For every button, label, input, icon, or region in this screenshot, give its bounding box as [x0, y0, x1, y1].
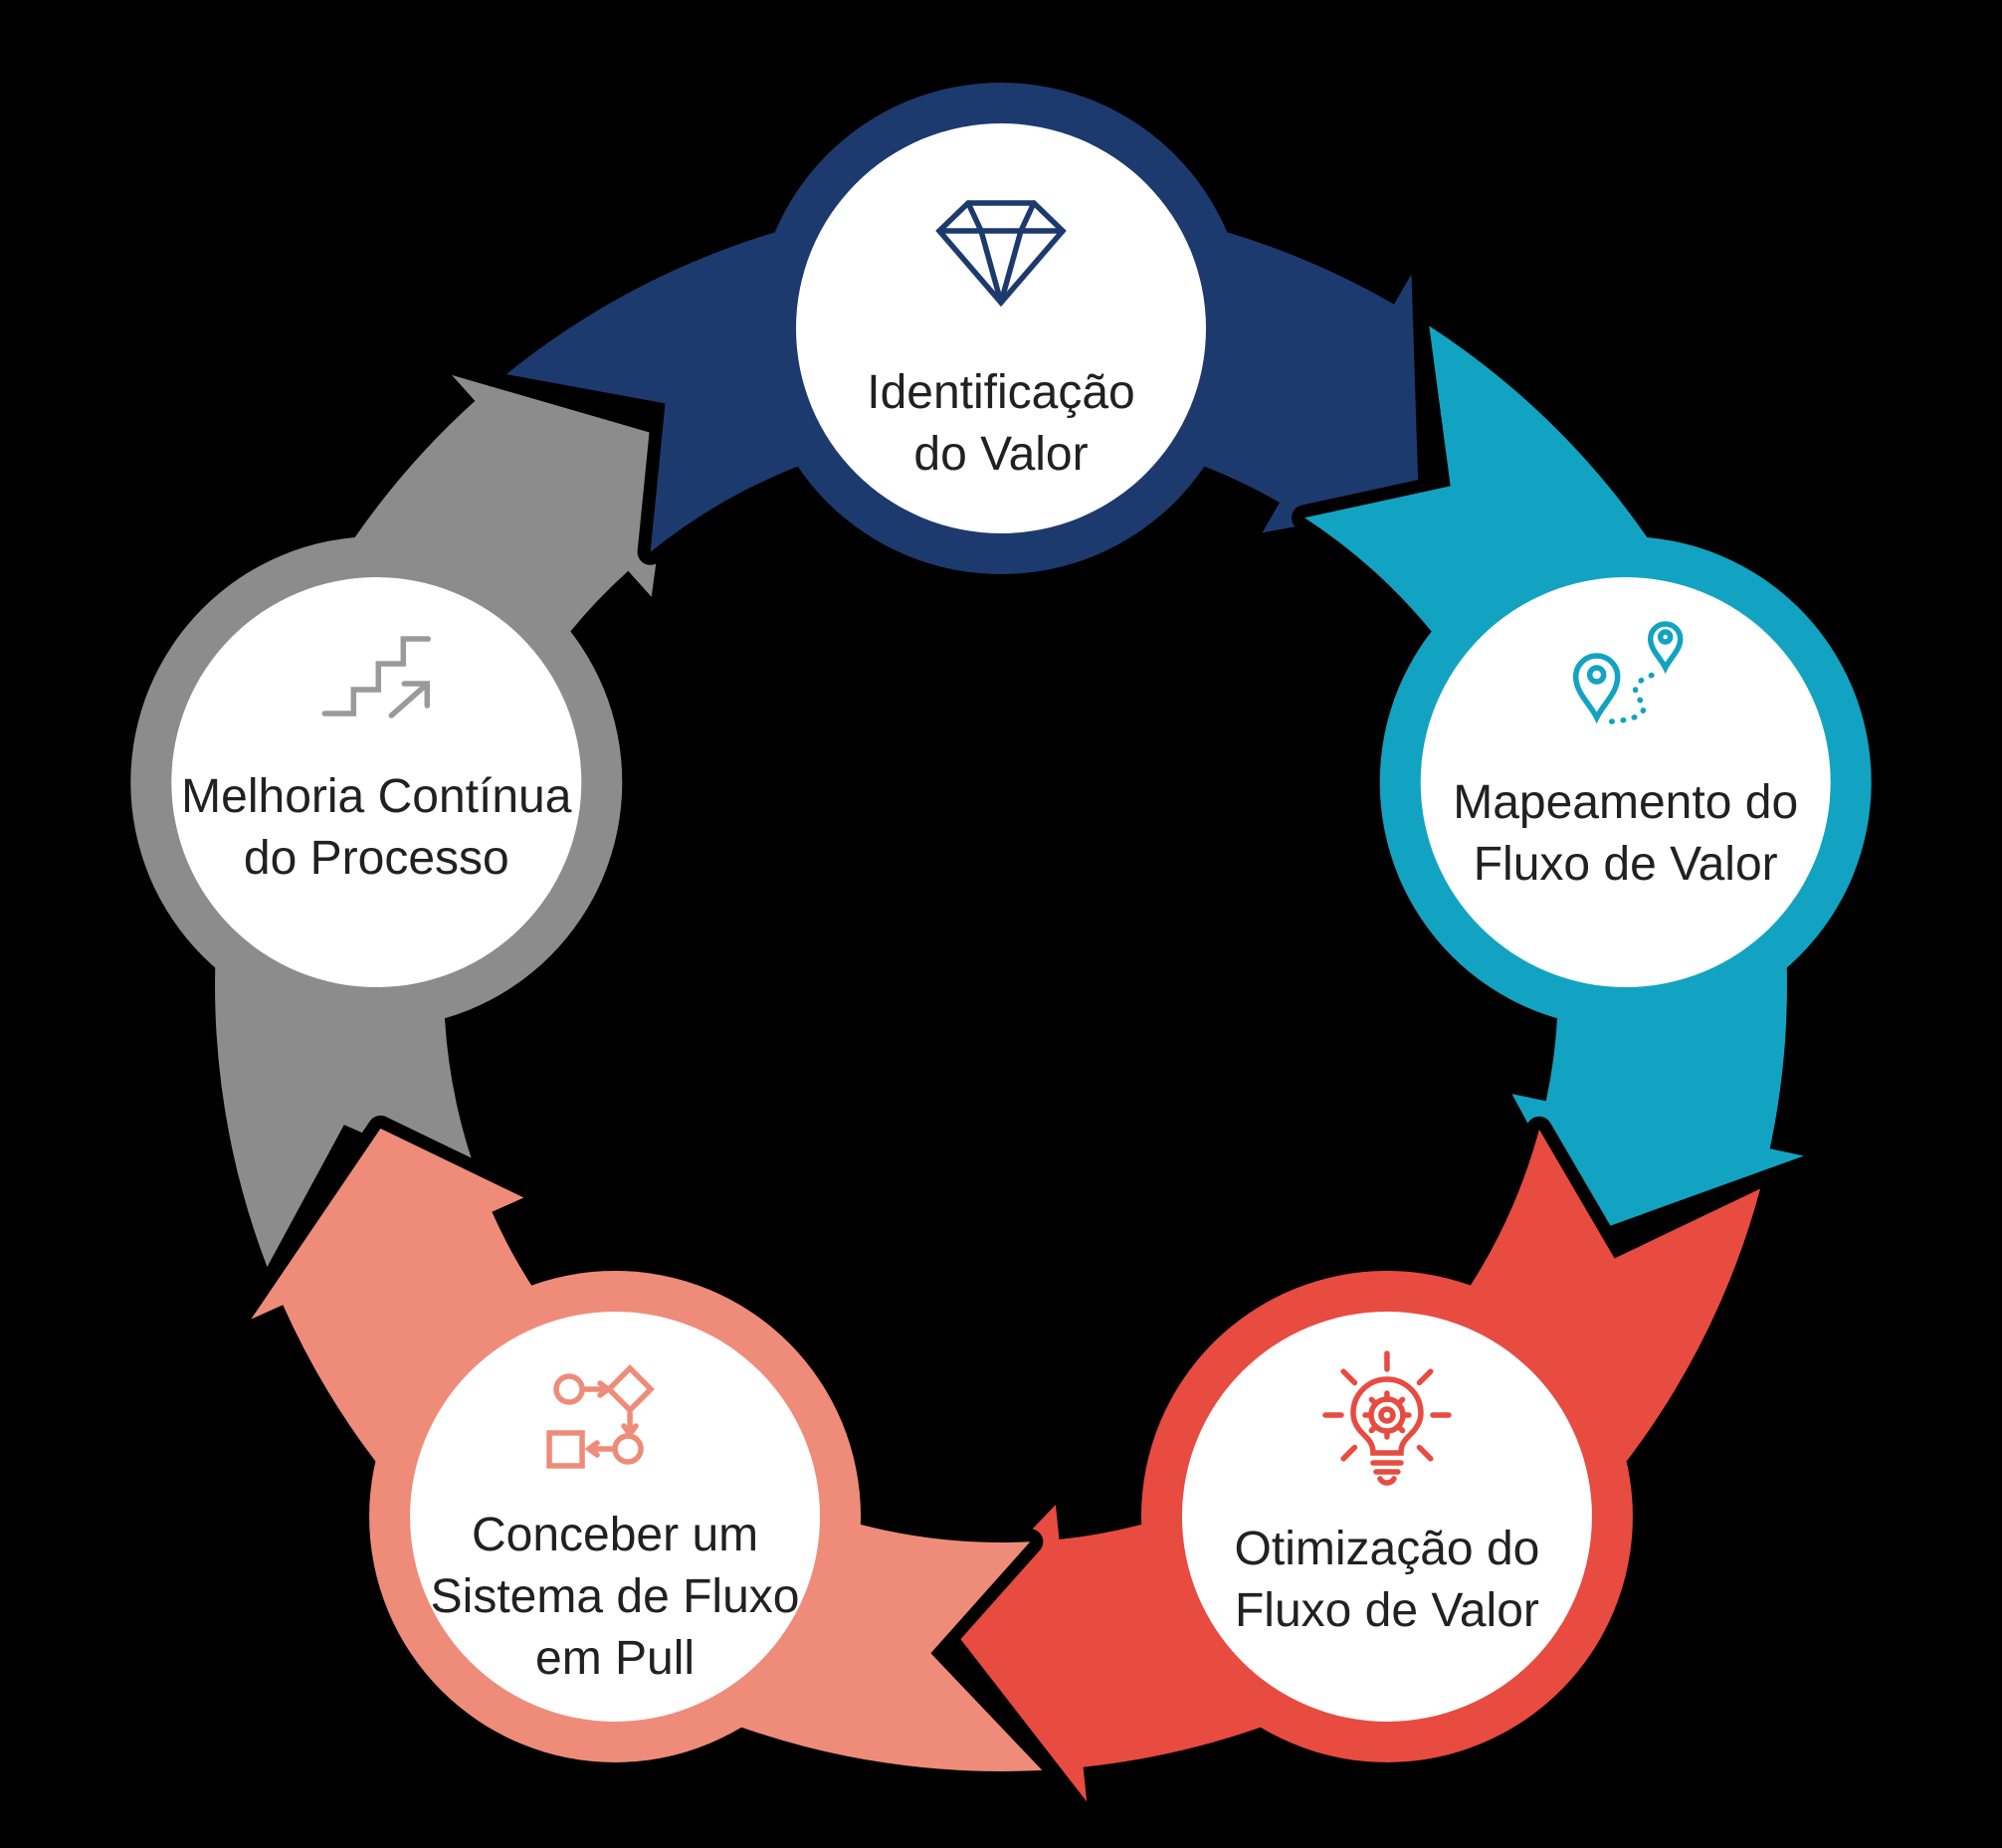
cycle-node-otimizacao: Otimização do Fluxo de Valor	[932, 1116, 1774, 1815]
node-face	[171, 577, 582, 988]
node-label-line: Identificação	[867, 366, 1135, 419]
flowchart-pull-icon	[546, 1364, 655, 1469]
node-label-line: do Valor	[913, 428, 1088, 481]
route-pins-icon	[1572, 621, 1684, 724]
node-label-line: Sistema de Fluxo	[431, 1570, 800, 1623]
cycle-node-melhoria: Melhoria Contínua do Processo	[117, 361, 687, 1281]
node-label-line: do Processo	[244, 832, 509, 885]
node-face	[1181, 1311, 1592, 1722]
node-face	[1420, 577, 1831, 988]
node-label-line: Melhoria Contínua	[181, 770, 572, 823]
cycle-node-conceber: Conceber um Sistema de Fluxo em Pull	[238, 1116, 1056, 1784]
node-label-line: Fluxo de Valor	[1474, 838, 1778, 891]
node-label-line: Otimização do	[1235, 1523, 1540, 1575]
node-face	[796, 123, 1206, 533]
diamond-icon	[935, 200, 1067, 308]
node-label-line: em Pull	[535, 1632, 695, 1685]
stairs-arrow-icon	[321, 636, 432, 719]
cycle-node-mapeamento: Mapeamento do Fluxo de Valor	[1292, 312, 1885, 1248]
node-label-line: Conceber um	[472, 1509, 758, 1561]
cycle-node-identificacao: Identificação do Valor	[493, 70, 1432, 587]
node-face	[410, 1311, 821, 1722]
lightbulb-gear-icon	[1322, 1350, 1452, 1486]
node-label-line: Mapeamento do	[1453, 776, 1798, 829]
node-label-line: Fluxo de Valor	[1235, 1584, 1539, 1637]
